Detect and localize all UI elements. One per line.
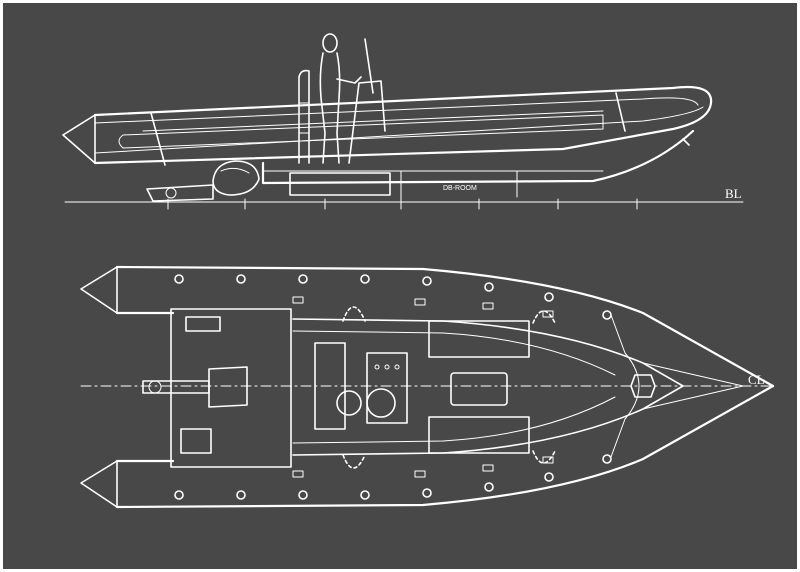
rub-strake-top	[142, 110, 604, 132]
tube-cone-stern	[62, 114, 96, 164]
bow-locker	[630, 374, 656, 398]
boat-drawing: BL DB-ROOM	[3, 3, 797, 569]
fuel-panel	[185, 316, 221, 332]
upper-tube-cone	[80, 266, 118, 314]
upper-tube-outer	[115, 265, 775, 388]
steering-wheel	[366, 388, 396, 418]
hull-bottom	[261, 129, 695, 185]
plan-view: CL	[80, 265, 775, 509]
upper-fittings	[174, 274, 612, 324]
lower-tube-cone	[80, 460, 118, 508]
helmsman-figure	[319, 33, 362, 164]
helm-console	[366, 352, 408, 424]
bow-eye	[682, 138, 690, 146]
locker-lower	[428, 416, 530, 454]
waterline-label: BL	[725, 186, 742, 201]
lower-fittings	[174, 450, 612, 500]
tube-handle-bow	[615, 92, 626, 132]
outboard-motor-plan	[142, 366, 248, 408]
windshield-frame	[348, 80, 386, 164]
upper-tube-inner	[292, 318, 684, 387]
console-rail-plan	[314, 342, 346, 430]
centerline-label: CL	[748, 372, 765, 387]
lower-tube-outer	[115, 384, 775, 509]
t-top-post	[364, 38, 374, 94]
tube-line-2	[94, 106, 704, 154]
lower-tube-inner	[292, 385, 684, 456]
tube-handle-stern	[150, 112, 166, 166]
rub-strake	[118, 114, 604, 149]
tube-outline	[93, 85, 713, 165]
storage-box	[289, 172, 391, 196]
stern-deck	[170, 308, 292, 468]
console-rail	[298, 69, 310, 164]
outboard-motor	[146, 160, 260, 202]
tube-line-1	[94, 97, 699, 124]
side-view: BL DB-ROOM	[62, 33, 744, 210]
drawing-background	[3, 3, 797, 569]
hatch	[180, 428, 212, 454]
locker-upper	[428, 320, 530, 358]
helm-seat	[336, 390, 362, 416]
compartment-label: DB-ROOM	[443, 185, 477, 192]
deck-hatch	[450, 372, 508, 406]
